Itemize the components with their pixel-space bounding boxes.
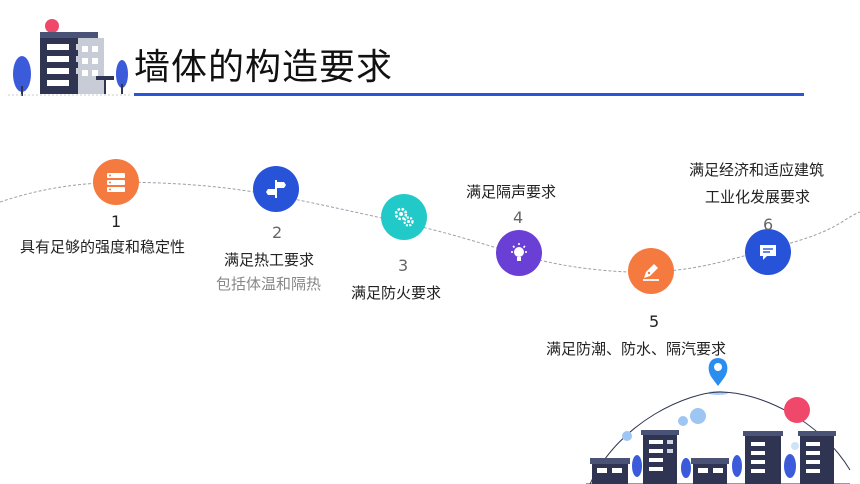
step-3-label: 满足防火要求 [351,284,442,302]
server-icon [107,173,125,192]
step-2-sublabel: 包括体温和隔热 [216,275,322,293]
step-1-label: 具有足够的强度和稳定性 [20,238,186,256]
step-6-label-line2: 工业化发展要求 [705,188,811,206]
step-4-label: 满足隔声要求 [466,183,557,201]
pen-icon [643,264,659,281]
step-1-number: 1 [111,212,122,231]
page-title: 墙体的构造要求 [134,47,394,88]
gears-icon [394,207,414,227]
city-buildings [586,430,850,484]
step-5-number: 5 [649,312,660,331]
step-2-number: 2 [272,223,283,242]
step-6-node [745,229,791,275]
step-6-number: 6 [763,215,774,234]
lightbulb-icon [511,243,527,261]
step-3-number: 3 [398,256,409,275]
step-2-label: 满足热工要求 [224,251,315,269]
step-1-node [93,159,139,205]
step-2-node [253,166,299,212]
step-5-label: 满足防潮、防水、隔汽要求 [546,340,727,358]
signpost-icon [266,180,286,198]
chat-icon [760,245,776,260]
step-6-label-line1: 满足经济和适应建筑 [689,161,825,179]
step-5-node [628,248,674,294]
wave-line [0,181,860,273]
title-underline [134,93,804,96]
building-logo [8,19,132,96]
location-pin-icon [708,358,728,395]
step-4-node [496,230,542,276]
step-3-node [381,194,427,240]
step-4-number: 4 [513,208,524,227]
